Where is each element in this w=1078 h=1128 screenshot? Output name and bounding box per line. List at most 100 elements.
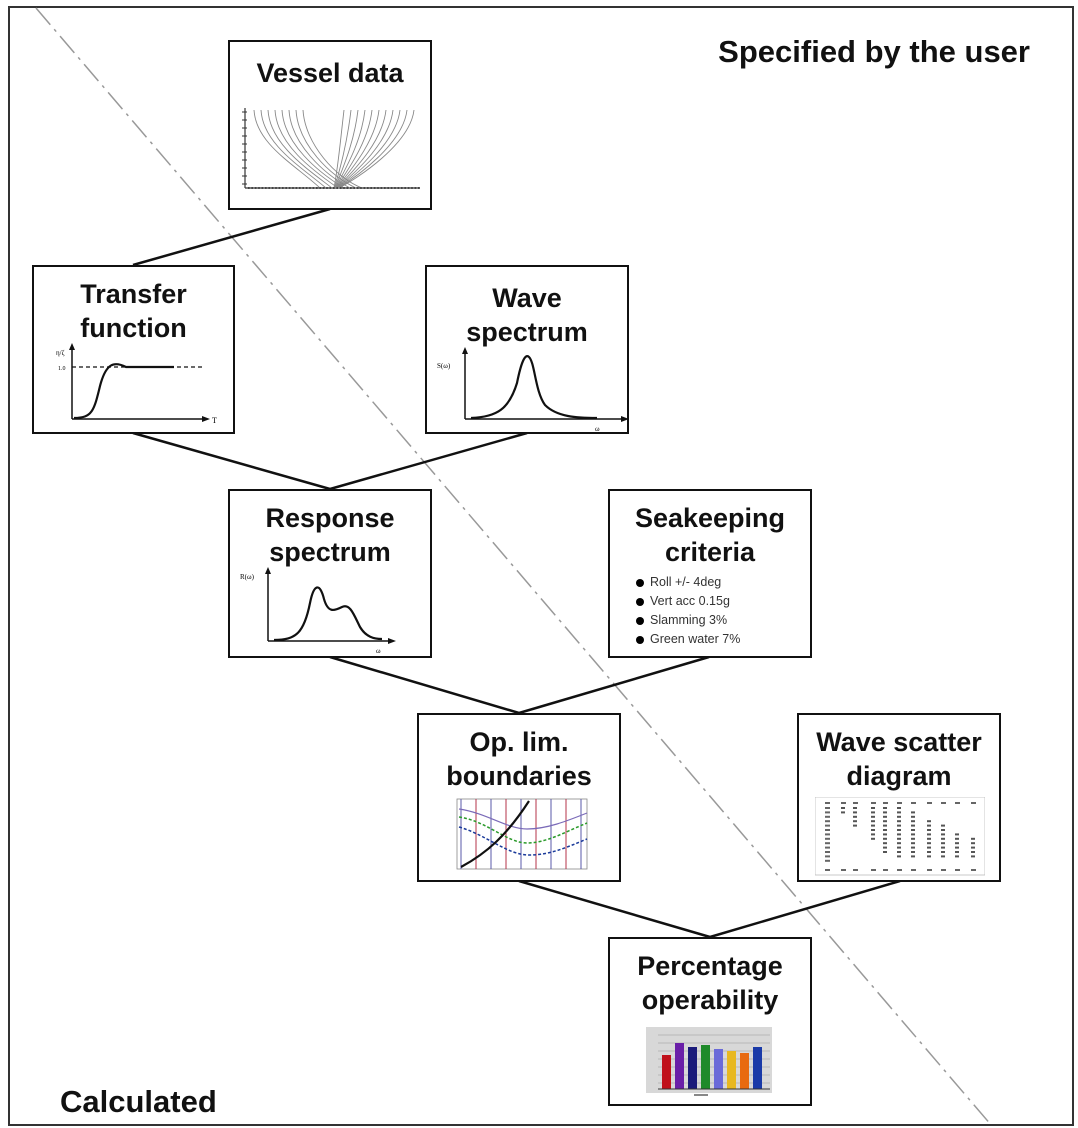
table-cell <box>927 851 931 853</box>
table-cell <box>883 846 887 849</box>
row-label <box>825 820 830 823</box>
baseline-dot <box>261 187 264 189</box>
table-cell <box>871 829 875 831</box>
row-label <box>825 829 830 831</box>
node-title-line2: function <box>80 313 187 343</box>
table-cell <box>883 833 887 836</box>
table-cell <box>955 851 959 853</box>
hull-section-line <box>302 109 363 189</box>
bar <box>727 1051 736 1089</box>
table-cell <box>911 824 915 827</box>
baseline-dot <box>295 187 298 189</box>
node-title-line1: Seakeeping <box>634 503 786 533</box>
header-cell <box>971 802 976 804</box>
row-label <box>825 824 830 827</box>
baseline-dot <box>411 187 413 189</box>
footer-cell <box>883 869 888 871</box>
table-cell <box>883 811 887 814</box>
criteria-item-label: Slamming 3% <box>650 613 728 627</box>
table-cell <box>927 820 931 823</box>
baseline-dot <box>292 187 294 189</box>
table-cell <box>883 807 887 809</box>
x-axis-label: ω <box>595 425 600 433</box>
hull-section-line <box>336 109 387 189</box>
edge-criteria-oplim <box>518 655 710 715</box>
table-cell <box>897 824 901 827</box>
transfer-curve <box>73 363 174 420</box>
table-cell <box>897 842 901 845</box>
table-cell <box>911 815 915 818</box>
bar <box>714 1049 723 1089</box>
user-region-label: Specified by the user <box>718 34 1030 69</box>
header-cell <box>853 802 858 804</box>
baseline-dot <box>390 187 393 189</box>
criteria-item-label: Vert acc 0.15g <box>650 594 730 608</box>
table-cell <box>911 851 915 853</box>
y-axis-arrow <box>462 347 468 354</box>
table-cell <box>853 824 857 827</box>
row-label <box>825 837 830 840</box>
footer-cell <box>927 869 932 871</box>
y-axis-arrow <box>265 567 271 574</box>
node-title-line1: Response <box>265 503 395 533</box>
node-response-spectrum: Response spectrum R(ω) ω <box>228 489 432 658</box>
node-title-line1: Op. lim. <box>469 727 569 757</box>
baseline-dot <box>404 187 406 189</box>
scatter-table-thumbnail <box>815 797 985 876</box>
criteria-list: Roll +/- 4deg Vert acc 0.15g Slamming 3%… <box>636 573 740 649</box>
table-cell <box>897 851 901 853</box>
header-cell <box>955 802 960 804</box>
table-cell <box>927 846 931 849</box>
baseline-dot <box>265 187 267 189</box>
footer-cell <box>911 869 916 871</box>
table-cell <box>897 837 901 840</box>
bullet-icon <box>636 616 644 625</box>
baseline-dot <box>282 187 284 189</box>
node-wave-scatter-diagram: Wave scatter diagram <box>797 713 1001 882</box>
baseline-dot <box>305 187 308 189</box>
row-label <box>825 851 830 853</box>
table-cell <box>853 815 857 818</box>
table-cell <box>897 820 901 823</box>
baseline-dot <box>285 187 287 189</box>
table-cell <box>955 842 959 845</box>
node-title-line2: criteria <box>664 537 756 567</box>
edge-wave-response <box>329 431 528 491</box>
y-tick-label: 1.0 <box>58 366 66 372</box>
edge-scatter-operability <box>709 879 901 939</box>
table-frame <box>815 797 985 876</box>
baseline-dot <box>275 187 277 189</box>
axis-caption <box>694 1094 708 1096</box>
baseline-dot <box>268 187 270 189</box>
bar <box>688 1047 697 1089</box>
table-cell <box>871 820 875 823</box>
header-cell <box>927 802 932 804</box>
baseline-dot <box>380 187 383 189</box>
table-cell <box>911 855 915 858</box>
bar <box>662 1055 671 1089</box>
hull-section-line <box>337 109 394 189</box>
edge-oplim-operability <box>518 879 711 939</box>
table-cell <box>883 837 887 840</box>
table-cell <box>927 833 931 836</box>
bar <box>675 1043 684 1089</box>
hull-section-line <box>334 109 352 189</box>
response-curve <box>273 586 383 642</box>
baseline-dot <box>316 187 318 189</box>
bar <box>753 1047 762 1089</box>
table-cell <box>841 807 845 809</box>
bullet-icon <box>636 597 644 606</box>
baseline-dot <box>384 187 386 189</box>
node-title-line1: Wave scatter <box>816 727 982 757</box>
table-cell <box>853 807 857 809</box>
table-cell <box>911 842 915 845</box>
baseline-dot <box>397 187 400 189</box>
limit-curve-lavender <box>458 808 588 830</box>
hull-lines-plot <box>242 108 420 189</box>
edge-transfer-response <box>132 431 331 491</box>
baseline-dot <box>373 187 376 189</box>
y-axis-label: S(ω) <box>437 362 451 370</box>
criteria-item: Slamming 3% <box>636 611 740 630</box>
baseline-dot <box>360 187 362 189</box>
table-cell <box>911 837 915 840</box>
